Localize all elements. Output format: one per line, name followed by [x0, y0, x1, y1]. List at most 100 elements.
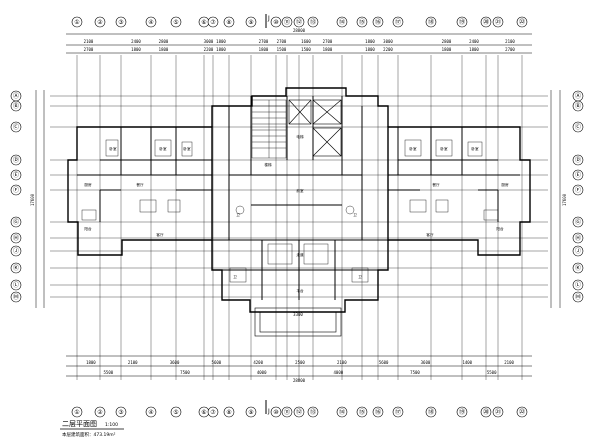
axis-marker-label: ④ — [148, 19, 153, 26]
axis-marker-label: Ⓓ — [13, 156, 19, 164]
axis-marker-circle — [307, 406, 319, 418]
axis-marker-circle — [170, 406, 182, 418]
room-label: 卧室 — [440, 146, 448, 151]
axis-marker-circle — [281, 16, 293, 28]
axis-marker-circle — [207, 406, 219, 418]
axis-marker-circle — [145, 16, 157, 28]
axis-marker-label: ⑪ — [284, 408, 290, 416]
axis-marker-circle — [10, 154, 22, 166]
axis-marker-circle — [245, 16, 257, 28]
dimension-label: 2200 — [204, 47, 214, 52]
axis-marker-label: ⑦ — [210, 19, 216, 26]
axis-marker-circle — [10, 100, 22, 112]
axis-marker-circle — [572, 232, 584, 244]
axis-marker-circle — [270, 406, 282, 418]
axis-marker-label: ③ — [118, 409, 123, 416]
axis-marker-circle — [293, 406, 305, 418]
dimension-label: 1800 — [86, 360, 96, 365]
grid-lines-vertical — [76, 55, 523, 380]
room-label: 客厅 — [426, 232, 434, 237]
axis-marker-label: Ⓜ — [575, 293, 581, 301]
axis-marker-circle — [115, 406, 127, 418]
axis-marker-label: ⑰ — [395, 18, 401, 26]
axis-marker-circle — [516, 406, 528, 418]
axis-marker-circle — [270, 16, 282, 28]
axis-marker-circle — [372, 406, 384, 418]
axis-marker-circle — [10, 121, 22, 133]
room-labels: 卧室卧室卧室卧室卧室卧室客厅客厅餐厅餐厅厨房厨房阳台阳台卫卫卫卫电梯前室楼梯走道… — [84, 134, 509, 293]
axis-marker-label: Ⓑ — [13, 102, 19, 110]
dimension-label: 2700 — [323, 39, 333, 44]
room-label: 前室 — [296, 188, 304, 193]
axis-marker-circle — [572, 184, 584, 196]
axis-marker-label: Ⓑ — [575, 102, 581, 110]
room-label: 电梯 — [296, 134, 304, 139]
axis-marker-label: Ⓒ — [575, 123, 581, 131]
room-label: 卧室 — [159, 146, 167, 151]
dimension-label: 5600 — [212, 360, 222, 365]
axis-marker-circle — [356, 16, 368, 28]
dimension-label: 2100 — [337, 360, 347, 365]
room-label: 餐厅 — [432, 182, 440, 187]
dimension-label: 3000 — [383, 39, 393, 44]
axis-marker-circle — [392, 406, 404, 418]
dimension-label: 1800 — [216, 47, 226, 52]
dimension-label: 2700 — [259, 39, 269, 44]
dimension-label: 2100 — [504, 360, 514, 365]
axis-marker-label: ⑱ — [428, 408, 434, 416]
axis-marker-label: Ⓜ — [13, 293, 19, 301]
dimension-label: 2200 — [383, 47, 393, 52]
elevator-shafts — [288, 99, 342, 157]
room-label: 餐厅 — [136, 182, 144, 187]
axis-marker-circle — [516, 16, 528, 28]
axis-marker-label: ㉑ — [495, 408, 501, 416]
top-dimensions — [66, 33, 532, 54]
axis-marker-label: ㉒ — [519, 408, 525, 416]
axis-marker-label: Ⓖ — [575, 218, 581, 226]
room-label: 客厅 — [156, 232, 164, 237]
axis-marker-circle — [10, 262, 22, 274]
axis-marker-label: Ⓛ — [13, 281, 19, 289]
axis-marker-circle — [456, 406, 468, 418]
axis-marker-label: Ⓕ — [13, 186, 19, 194]
axis-marker-circle — [572, 169, 584, 181]
axis-marker-label: ⑫ — [296, 18, 302, 26]
axis-marker-label: ① — [74, 19, 79, 26]
axis-marker-circle — [372, 16, 384, 28]
axis-marker-circle — [94, 16, 106, 28]
axis-marker-label: ④ — [148, 409, 153, 416]
drawing-title: 二层平面图 — [62, 420, 97, 428]
axis-marker-label: ⑮ — [359, 408, 365, 416]
axis-marker-label: ⑥ — [201, 19, 206, 26]
dimension-label: 2800 — [159, 39, 169, 44]
axis-marker-label: ⑧ — [226, 19, 231, 26]
axis-marker-circle — [10, 279, 22, 291]
dimension-label: 1800 — [131, 47, 141, 52]
axis-marker-label: ⑩ — [273, 409, 278, 416]
axis-marker-circle — [572, 291, 584, 303]
axis-marker-circle — [456, 16, 468, 28]
axis-marker-circle — [10, 184, 22, 196]
axis-marker-label: ⑤ — [173, 19, 178, 26]
axis-marker-label: ② — [97, 409, 103, 416]
axis-marker-circle — [223, 406, 235, 418]
axis-marker-circle — [492, 406, 504, 418]
room-label: 卧室 — [471, 146, 479, 151]
side-dimension-lines — [35, 90, 561, 308]
axis-marker-circle — [572, 279, 584, 291]
dimension-label: 1800 — [365, 47, 375, 52]
axis-marker-label: ⑯ — [375, 18, 381, 26]
axis-marker-circle — [392, 16, 404, 28]
dimension-label: 4000 — [257, 370, 267, 375]
dimension-label: 3600 — [421, 360, 431, 365]
dimension-label: 1400 — [462, 360, 472, 365]
axis-marker-label: ⑬ — [310, 18, 316, 26]
room-label: 走道 — [296, 252, 304, 257]
axis-marker-circle — [336, 16, 348, 28]
axis-marker-circle — [223, 16, 235, 28]
room-label: 楼梯 — [264, 162, 272, 167]
right-total-dimension: 17600 — [562, 193, 567, 206]
